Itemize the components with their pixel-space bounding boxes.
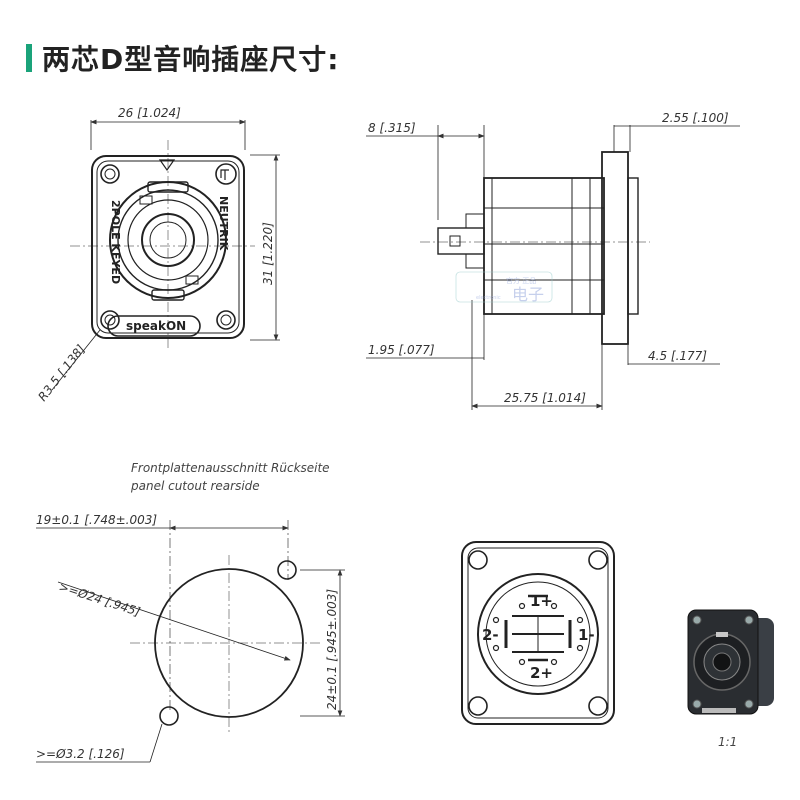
dim-height: 31 [1.220] xyxy=(261,222,275,285)
badge-speakon: speakON xyxy=(126,319,186,333)
watermark-middle: 电子 xyxy=(512,285,544,304)
pin-label-1-minus: 1- xyxy=(578,626,595,644)
watermark-top: 官方 正品 xyxy=(506,276,536,285)
title-accent-bar xyxy=(26,44,32,72)
dim-width: 26 [1.024] xyxy=(118,106,181,120)
dim-flange-thickness: 2.55 [.100] xyxy=(662,111,729,125)
pin-label-2-minus: 2- xyxy=(482,626,499,644)
product-photo xyxy=(687,609,774,715)
watermark-small: electronic xyxy=(476,295,501,301)
photo-scale: 1:1 xyxy=(718,735,737,749)
rear-view xyxy=(461,541,615,725)
side-view xyxy=(366,125,740,410)
panel-cutout xyxy=(36,520,345,763)
dim-small-hole: >=Ø3.2 [.126] xyxy=(36,747,125,761)
dim-vertical-spacing: 24±0.1 [.945±.003] xyxy=(325,589,339,710)
dim-hole-spacing: 19±0.1 [.748±.003] xyxy=(36,513,157,527)
label-2pole-keyed: 2POLE KEYED xyxy=(109,200,122,284)
page-title: 两芯D型音响插座尺寸: xyxy=(42,43,340,76)
watermark: 官方 正品 电子 electronic xyxy=(455,271,553,304)
pin-label-1-plus: 1+ xyxy=(530,592,553,610)
front-view xyxy=(51,119,280,391)
note-german: Frontplattenausschnitt Rückseite xyxy=(131,461,330,475)
pin-label-2-plus: 2+ xyxy=(530,664,553,682)
dim-pin-length: 8 [.315] xyxy=(368,121,416,135)
label-brand: NEUTRIK xyxy=(217,196,230,251)
dim-rear: 4.5 [.177] xyxy=(648,349,707,363)
note-english: panel cutout rearside xyxy=(130,479,260,493)
dim-cutout-diameter: >=Ø24 [.945] xyxy=(57,580,142,620)
dim-total-depth: 25.75 [1.014] xyxy=(504,391,586,405)
dim-offset: 1.95 [.077] xyxy=(368,343,435,357)
dim-radius: R3.5 [.138] xyxy=(35,342,88,404)
